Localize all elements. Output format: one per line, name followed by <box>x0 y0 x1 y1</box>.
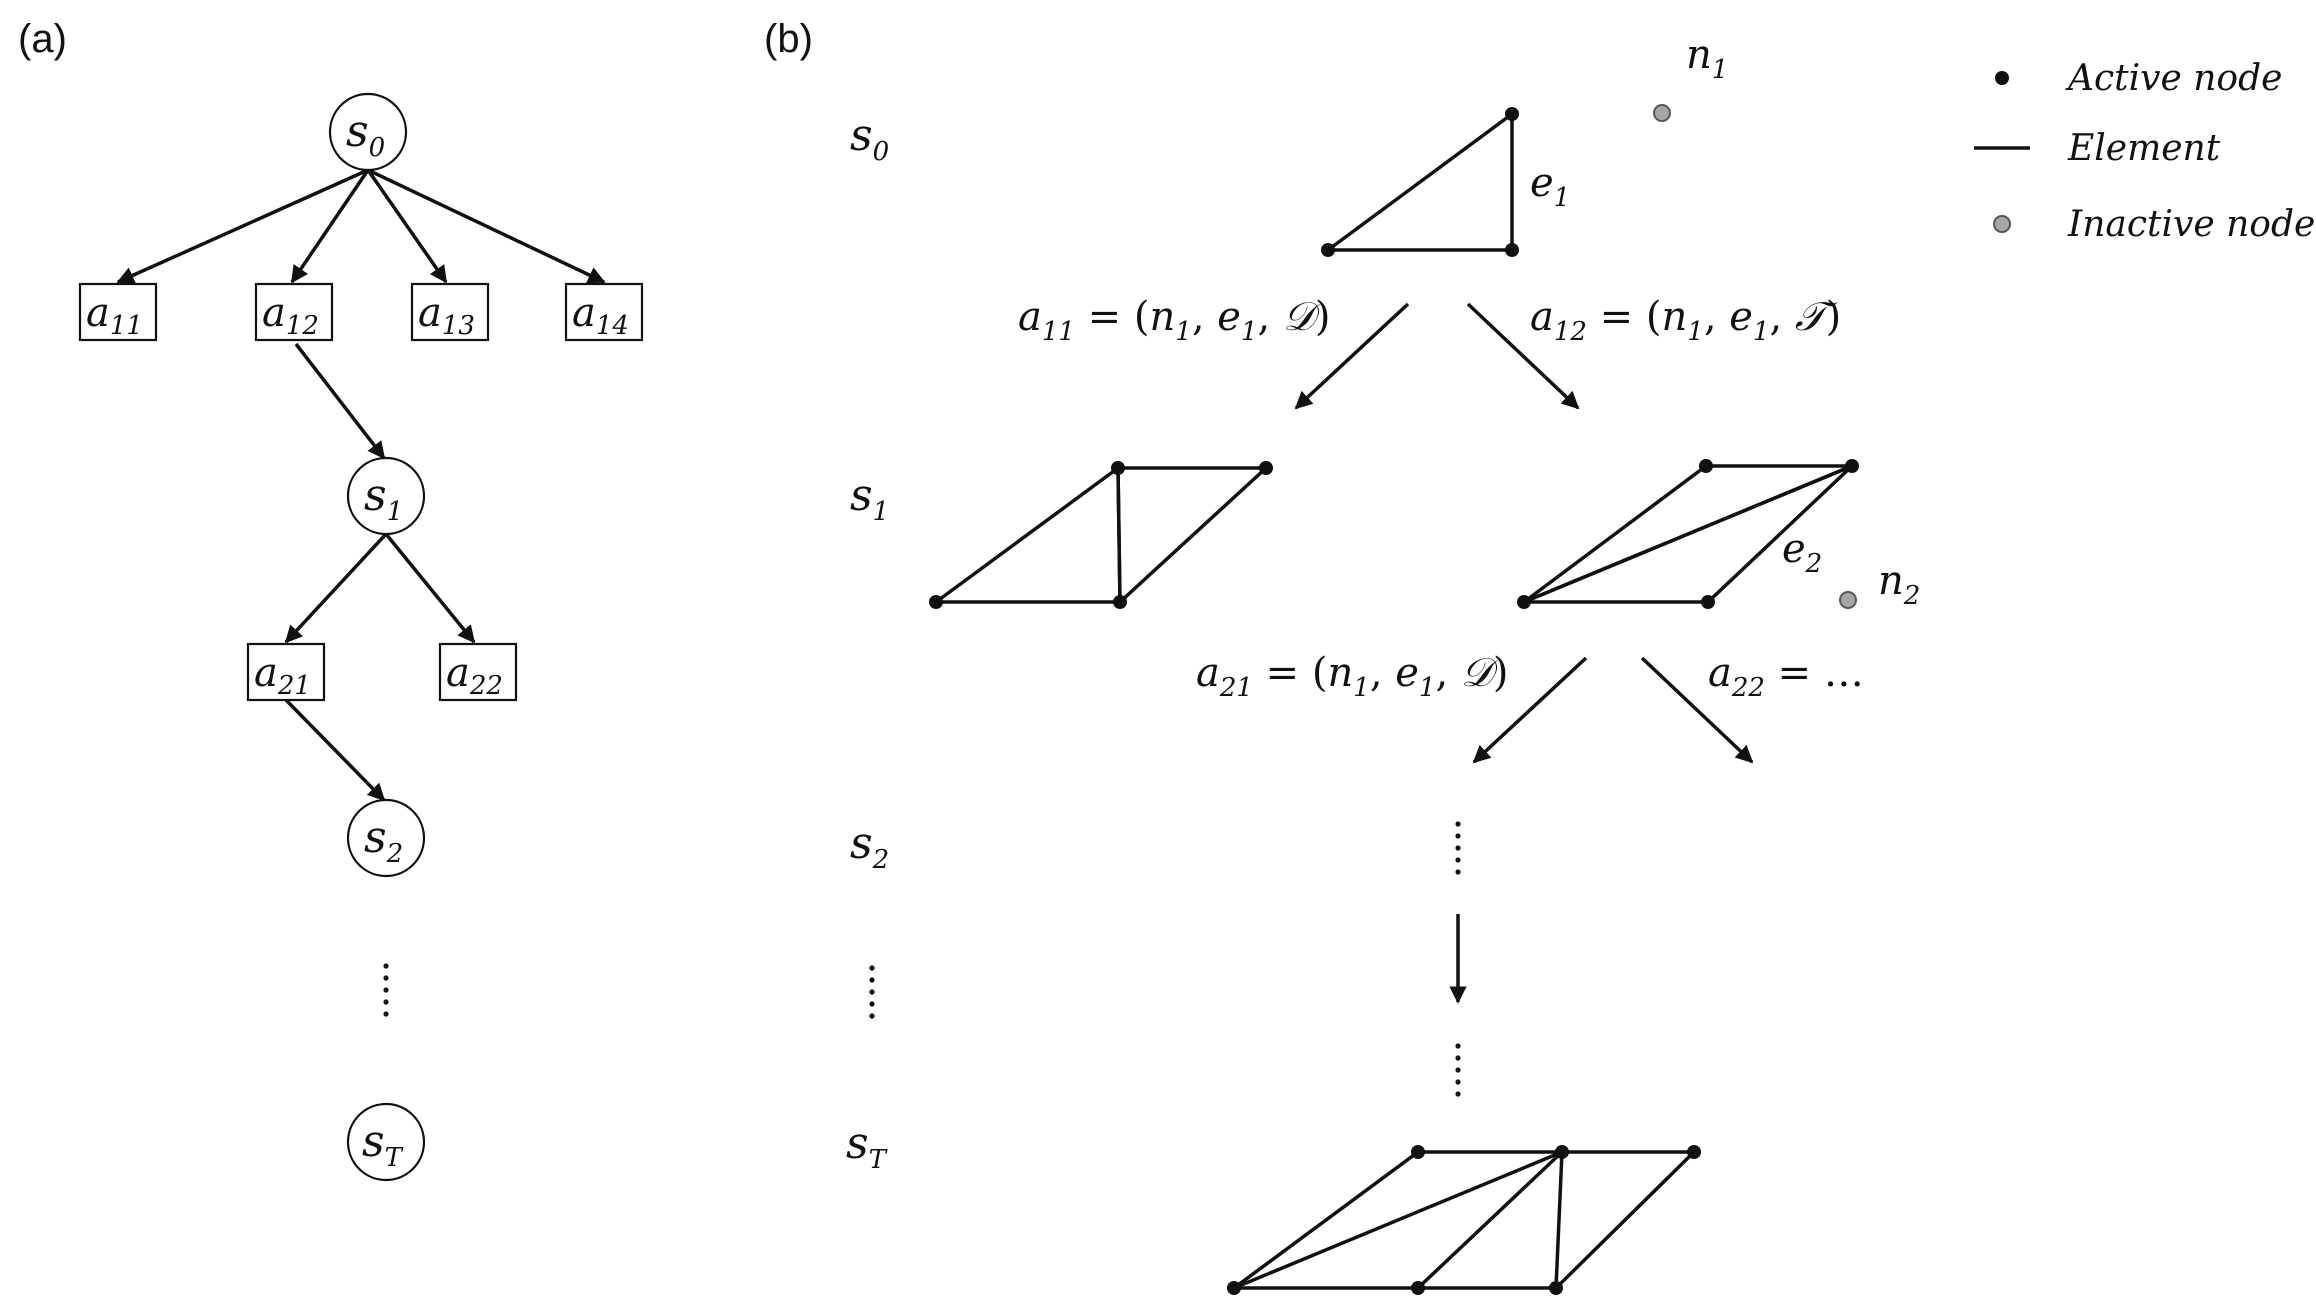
svg-text:s2: s2 <box>364 812 403 869</box>
active-node <box>1687 1145 1701 1159</box>
row-label-s1: s1 <box>850 470 889 527</box>
action-a13: a13 <box>410 282 490 342</box>
tree-ellipsis <box>383 963 389 1017</box>
state-s1: s1 <box>346 456 426 536</box>
legend-active-node-icon <box>1995 71 2009 85</box>
svg-text:sT: sT <box>362 1116 404 1173</box>
active-node <box>1227 1281 1241 1295</box>
panel-b-label: (b) <box>764 17 813 61</box>
row-label-sT: sT <box>846 1118 888 1175</box>
eq-a12: a12 = (n1, e1, 𝒯) <box>1530 294 1841 347</box>
edge-s0-a13 <box>366 168 448 284</box>
tree-edges <box>116 168 606 802</box>
active-node <box>929 595 943 609</box>
active-node <box>1321 243 1335 257</box>
row-ellipsis <box>869 965 875 1019</box>
action-a11: a11 <box>78 282 158 342</box>
mesh-s1-left <box>929 461 1273 609</box>
inactive-node <box>1653 104 1671 122</box>
legend-inactive-label: Inactive node <box>2067 204 2315 245</box>
edge-a12-s1 <box>294 342 386 460</box>
state-s2: s2 <box>346 798 426 878</box>
active-node <box>1113 595 1127 609</box>
action-a21: a21 <box>246 642 326 702</box>
active-node <box>1411 1145 1425 1159</box>
svg-text:a22: a22 <box>446 650 503 701</box>
arrow-a11 <box>1294 302 1410 410</box>
svg-text:a13: a13 <box>418 290 475 341</box>
edge-s1-a22 <box>384 532 476 644</box>
active-node <box>1505 243 1519 257</box>
active-node <box>1549 1281 1563 1295</box>
action-a14: a14 <box>564 282 644 342</box>
eq-a11: a11 = (n1, e1, 𝒟) <box>1018 294 1330 347</box>
edge-s1-a21 <box>284 532 388 644</box>
label-e2: e2 <box>1782 526 1822 579</box>
action-a22: a22 <box>438 642 518 702</box>
row-label-s0: s0 <box>850 110 889 167</box>
eq-a22: a22 = … <box>1708 650 1864 703</box>
mesh-ellipsis-lower <box>1455 1043 1461 1097</box>
edge-s0-a14 <box>367 168 606 284</box>
label-n1: n1 <box>1686 32 1728 85</box>
arrow-a21 <box>1472 656 1588 764</box>
eq-a21: a21 = (n1, e1, 𝒟) <box>1196 650 1508 703</box>
arrow-a22 <box>1640 656 1754 764</box>
edge-s0-a11 <box>116 168 369 284</box>
inactive-node <box>1839 591 1857 609</box>
legend-inactive-node-icon <box>1993 215 2011 233</box>
mesh-s1-right <box>1517 459 1859 609</box>
panel-a-label: (a) <box>18 17 67 61</box>
active-node <box>1517 595 1531 609</box>
svg-text:a14: a14 <box>572 290 629 341</box>
svg-text:s1: s1 <box>364 470 403 527</box>
arrow-a12 <box>1466 302 1580 410</box>
edge-a21-s2 <box>284 698 386 802</box>
label-n2: n2 <box>1878 558 1920 611</box>
label-e1: e1 <box>1530 160 1570 213</box>
mesh-s0 <box>1321 104 1671 257</box>
edge-s0-a12 <box>290 169 370 284</box>
mesh-ellipsis-upper <box>1455 821 1461 875</box>
active-node <box>1555 1145 1569 1159</box>
svg-text:a12: a12 <box>262 290 319 341</box>
svg-text:a21: a21 <box>254 650 311 701</box>
active-node <box>1699 459 1713 473</box>
mesh-s0-element <box>1322 110 1514 252</box>
row-label-s2: s2 <box>850 818 889 875</box>
active-node <box>1259 461 1273 475</box>
legend-element-label: Element <box>2067 128 2221 169</box>
legend: Active node Element Inactive node <box>1974 58 2315 245</box>
mesh-sT <box>1227 1145 1701 1295</box>
svg-text:a11: a11 <box>86 290 143 341</box>
active-node <box>1111 461 1125 475</box>
svg-text:s0: s0 <box>346 106 385 163</box>
active-node <box>1701 595 1715 609</box>
action-a12: a12 <box>254 282 334 342</box>
active-node <box>1505 107 1519 121</box>
active-node <box>1845 459 1859 473</box>
active-node <box>1411 1281 1425 1295</box>
legend-active-label: Active node <box>2065 58 2282 99</box>
state-sT: sT <box>346 1102 426 1182</box>
state-s0: s0 <box>328 92 408 172</box>
